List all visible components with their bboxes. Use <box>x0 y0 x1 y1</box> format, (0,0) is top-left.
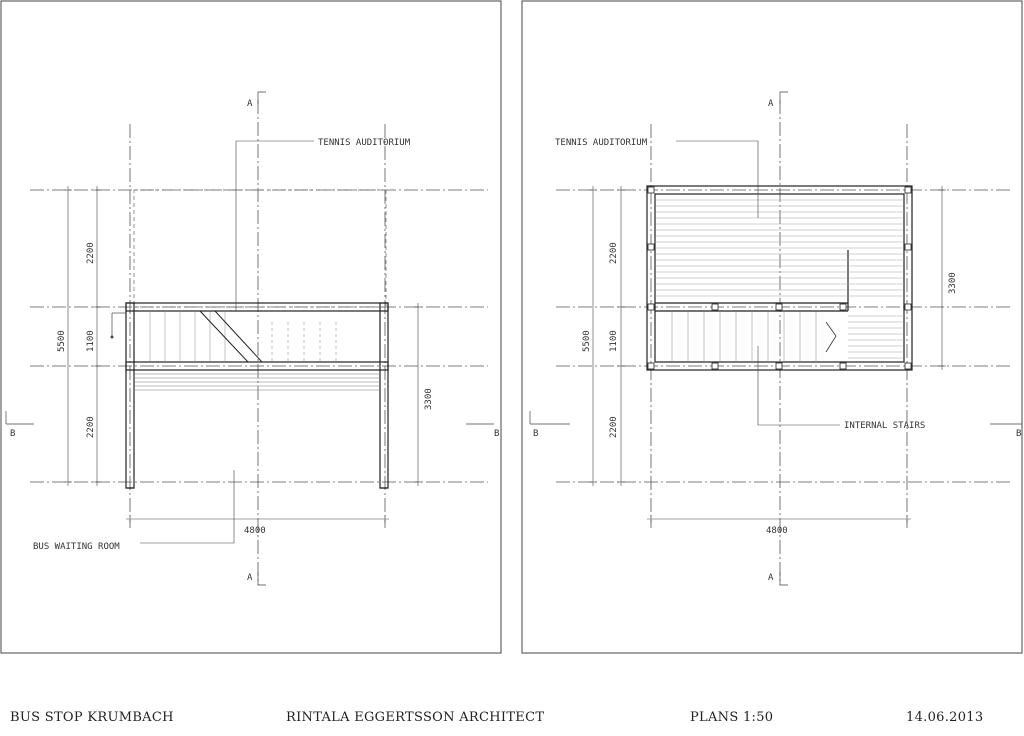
left-label-tennis-auditorium: TENNIS AUDITORIUM <box>318 138 411 148</box>
right-section-b-right: B <box>1016 429 1021 439</box>
right-label-internal-stairs: INTERNAL STAIRS <box>844 421 925 431</box>
right-dim-bottom-bay: 2200 <box>609 416 619 438</box>
left-stairs <box>149 311 337 362</box>
left-section-b-left: B <box>10 429 15 439</box>
right-dimensions <box>589 186 946 523</box>
right-posts <box>647 186 912 370</box>
right-label-tennis-auditorium: TENNIS AUDITORIUM <box>555 138 648 148</box>
right-floor-boards <box>656 199 904 359</box>
left-label-bus-waiting-room: BUS WAITING ROOM <box>33 542 120 552</box>
left-dim-bottom-bay: 2200 <box>86 416 96 438</box>
right-dim-middle-bay: 1100 <box>609 330 619 352</box>
left-section-b-right: B <box>494 429 499 439</box>
left-structure <box>125 302 389 489</box>
right-structure <box>646 185 913 371</box>
left-dim-top-bay: 2200 <box>86 242 96 264</box>
left-grid-lines <box>30 100 488 585</box>
right-sheet-frame <box>521 0 1023 654</box>
right-section-b-left: B <box>533 429 538 439</box>
right-dim-width: 4800 <box>766 526 788 536</box>
footer-project-name: BUS STOP KRUMBACH <box>10 710 174 725</box>
right-plan <box>529 91 1022 586</box>
footer-date: 14.06.2013 <box>906 710 984 725</box>
left-dimensions <box>64 186 422 523</box>
right-dim-top-bay: 2200 <box>609 242 619 264</box>
left-section-a-bottom: A <box>247 573 253 583</box>
left-dim-middle-bay: 1100 <box>86 330 96 352</box>
left-dim-right-depth: 3300 <box>424 388 434 410</box>
footer-architect: RINTALA EGGERTSSON ARCHITECT <box>286 710 545 725</box>
left-sheet-frame <box>0 0 502 654</box>
left-dim-overall-depth: 5500 <box>57 330 67 352</box>
right-section-a-top: A <box>768 99 774 109</box>
left-bench <box>134 373 380 391</box>
right-dim-right-depth: 3300 <box>948 272 958 294</box>
right-stairs <box>671 312 817 362</box>
right-section-a-bottom: A <box>768 573 774 583</box>
right-grid-lines <box>556 100 1010 585</box>
left-section-a-top: A <box>247 99 253 109</box>
right-dim-overall-depth: 5500 <box>582 330 592 352</box>
left-dim-width: 4800 <box>244 526 266 536</box>
left-plan <box>5 91 494 586</box>
footer-sheet-title: PLANS 1:50 <box>690 710 774 725</box>
